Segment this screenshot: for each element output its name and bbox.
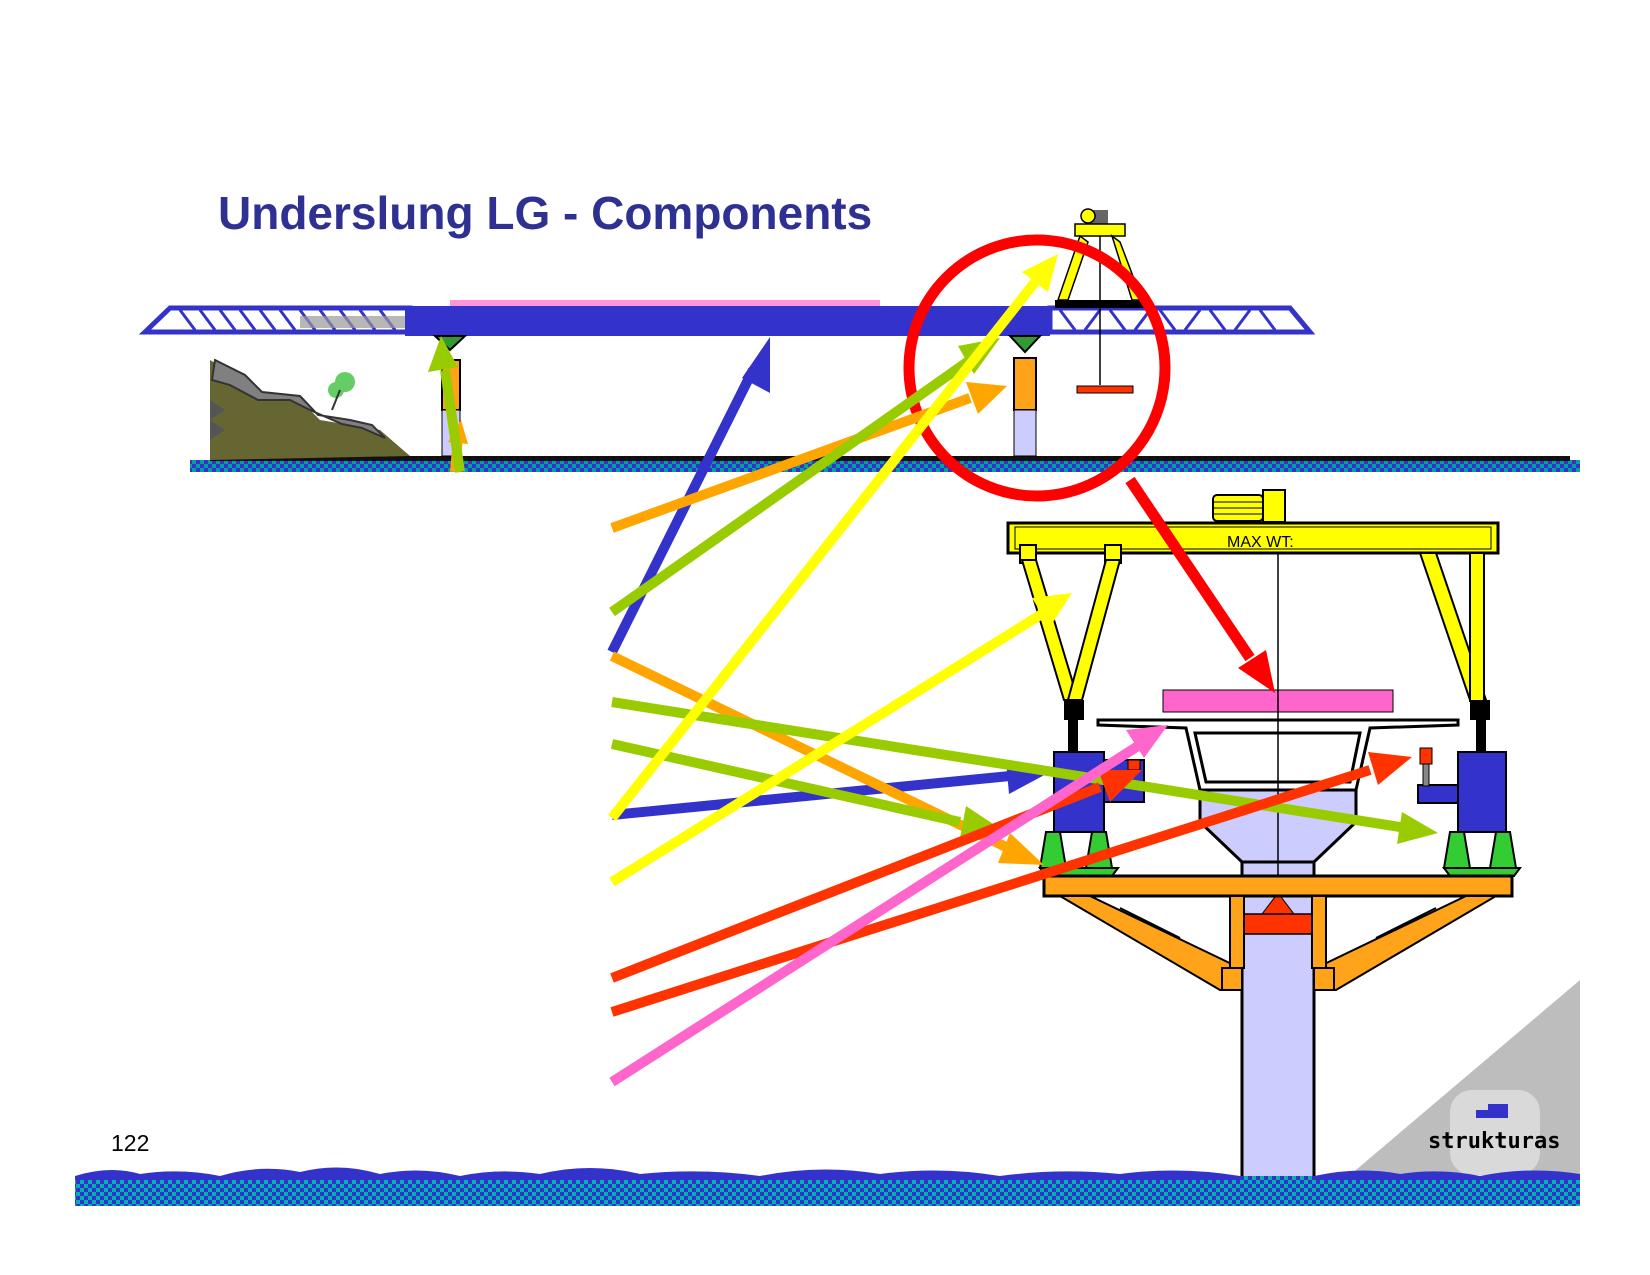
arrow-green-left-pier: [428, 336, 465, 473]
overview-main-girder: [138, 300, 1316, 336]
overview-pier-right: [1007, 335, 1043, 457]
overview-gantry-crane: [1055, 208, 1145, 394]
logo-text: strukturas: [1428, 1129, 1560, 1154]
gantry-label: MAX WT:: [1227, 534, 1294, 551]
page-number: 122: [111, 1130, 150, 1156]
arrow-red-to-right-jack: [610, 752, 1412, 1017]
slide-title: Underslung LG - Components: [218, 187, 873, 239]
arrow-pink-to-segment: [609, 725, 1168, 1087]
box-girder-segment: [1096, 718, 1460, 792]
rock-outcrop: [210, 358, 410, 460]
highlight-circle: [903, 234, 1171, 502]
arrow-blue-to-trolley: [611, 760, 1050, 820]
pointer-arrows: [428, 254, 1438, 1087]
pier-bracket: [1042, 874, 1514, 991]
detail-trolley-right: [1417, 747, 1507, 833]
arrow-yellow-to-gantry-leg: [609, 593, 1072, 887]
arrow-orange-to-support: [610, 382, 1007, 533]
arrow-yellow-to-gantry: [608, 254, 1058, 822]
arrow-blue-to-girder: [607, 337, 770, 655]
detail-supports: [1038, 831, 1522, 877]
detail-gantry: MAX WT:: [1006, 489, 1500, 935]
water-surface: [75, 1167, 1580, 1206]
logo-block: strukturas: [1350, 980, 1580, 1175]
arrow-red-to-segment: [1125, 476, 1275, 693]
